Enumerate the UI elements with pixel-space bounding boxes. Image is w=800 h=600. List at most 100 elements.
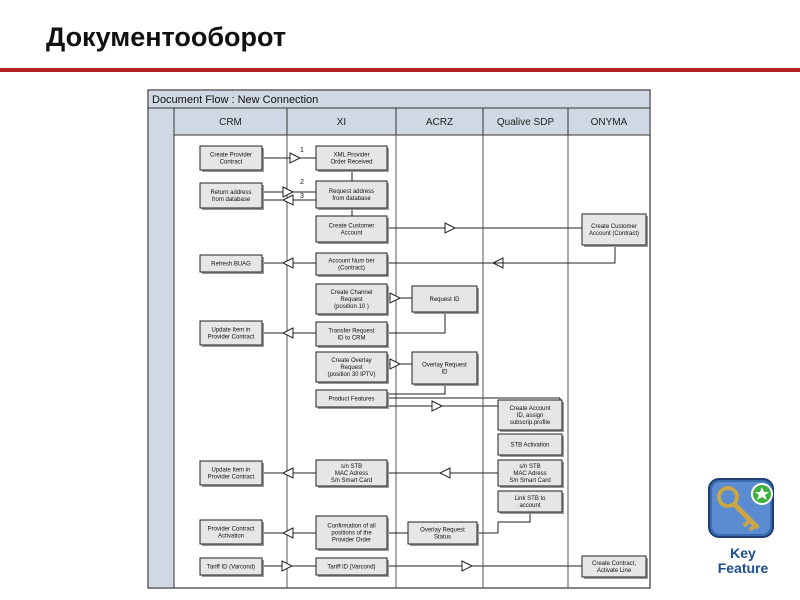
sdp-stb-activation-box — [497, 433, 563, 456]
xi-confirmation-box — [315, 515, 388, 550]
connector-number: 1 — [300, 147, 304, 154]
box-label: Refresh BUAG — [211, 262, 251, 268]
box-label: Activate Line — [597, 568, 632, 574]
box-label: Contract — [220, 160, 243, 166]
box-label: Provider Order — [332, 538, 371, 544]
box-label: Product Features — [328, 397, 374, 403]
lane-header — [286, 107, 397, 136]
lane-header — [482, 107, 569, 136]
flow-arrowhead — [281, 560, 294, 572]
flow-arrowhead — [461, 560, 474, 572]
connector-number: 3 — [300, 193, 304, 200]
flow-arrowhead — [281, 527, 294, 539]
lane-label: CRM — [219, 117, 242, 128]
box-label: account — [519, 503, 540, 509]
box-label: Provider Contract — [208, 335, 255, 341]
flow-arrowhead — [389, 358, 402, 370]
xi-request-address-box — [315, 180, 388, 209]
flow-arrowhead — [289, 152, 302, 164]
sdp-link-stb-box — [497, 490, 563, 513]
flow-connector — [387, 245, 616, 264]
key-feature-line-1: Key — [730, 545, 756, 561]
xi-xml-provider-order-box — [315, 145, 388, 171]
xi-sn-stb-box — [315, 459, 388, 487]
box-label: Request ID — [429, 297, 460, 303]
box-label: Create Account — [509, 406, 550, 412]
box-label: (Contract) — [338, 266, 365, 272]
box-label: positions of the — [331, 531, 372, 537]
box-label: Account Num ber — [328, 259, 374, 265]
lane-label: XI — [337, 117, 346, 128]
box-label: Create Overlay — [331, 358, 371, 364]
xi-create-overlay-request-box — [315, 351, 388, 383]
box-label: from database — [332, 196, 371, 202]
box-label: Account — [341, 231, 363, 237]
diagram-title: Document Flow : New Connection — [152, 94, 318, 106]
box-label: Transfer Request — [328, 329, 374, 335]
xi-create-customer-account-box — [315, 215, 388, 243]
box-label: Provider Contract — [208, 475, 255, 481]
onyma-create-contract-box — [581, 555, 647, 578]
flow-arrowhead — [444, 222, 457, 234]
box-label: Update Item in — [211, 468, 250, 474]
box-label: Request address — [329, 189, 374, 195]
key-feature-line-2: Feature — [717, 560, 769, 576]
lane-header — [395, 107, 484, 136]
box-label: Create Customer — [591, 224, 637, 230]
xi-create-channel-request-box — [315, 283, 388, 315]
crm-update-item-2-box — [199, 460, 263, 486]
box-label: s/n STB — [519, 464, 540, 470]
box-label: Overlay Request — [420, 528, 465, 534]
crm-return-address-box — [199, 182, 263, 209]
acrz-overlay-request-status-box — [407, 521, 478, 545]
lane-label: ACRZ — [426, 117, 453, 128]
crm-update-item-1-box — [199, 320, 263, 346]
box-label: (position 10 ) — [334, 304, 369, 310]
box-label: subscrip.profile — [510, 420, 551, 426]
box-label: Tariff ID (Varcond) — [207, 565, 255, 571]
diagram-left-band — [147, 107, 175, 589]
box-label: Order Received — [330, 160, 372, 166]
acrz-overlay-request-id-box — [411, 351, 478, 385]
box-label: MAC Adress — [513, 471, 546, 477]
key-icon — [708, 478, 774, 538]
flow-arrowhead — [281, 257, 294, 269]
key-feature-badge: Key Feature — [706, 477, 780, 576]
box-label: Request — [340, 297, 363, 303]
lane-label: ONYMA — [591, 117, 628, 128]
box-label: Create Contract, — [592, 561, 636, 567]
box-label: XML Provider — [333, 153, 369, 159]
box-label: S/n Smart Card — [331, 478, 372, 484]
acrz-request-id-box — [411, 285, 478, 313]
box-label: Create Provider — [210, 153, 252, 159]
box-label: MAC Adress — [335, 471, 368, 477]
flow-connector — [477, 512, 531, 534]
box-label: Create Customer — [329, 224, 375, 230]
lane-label: Qualive SDP — [497, 117, 555, 128]
box-label: Account (Contract) — [589, 231, 639, 237]
box-label: ID — [442, 370, 449, 376]
xi-product-features-box — [315, 389, 388, 408]
flow-arrowhead — [281, 327, 294, 339]
box-label: Confirmation of all — [327, 524, 375, 530]
crm-tariff-id-box — [199, 557, 263, 576]
box-label: S/n Smart Card — [509, 478, 550, 484]
flow-arrowhead — [281, 194, 294, 206]
box-label: STB Activation — [510, 443, 549, 449]
flow-connector — [387, 312, 446, 334]
box-label: Update Item in — [211, 328, 250, 334]
box-label: Return address — [210, 190, 251, 196]
flow-arrowhead — [281, 467, 294, 479]
flow-arrowhead — [431, 400, 444, 412]
xi-tariff-id-box — [315, 557, 388, 576]
xi-transfer-request-box — [315, 321, 388, 347]
crm-provider-contract-activation-box — [199, 519, 263, 545]
box-label: from database — [212, 197, 251, 203]
sdp-sn-stb-box — [497, 459, 563, 487]
flow-arrowhead — [282, 186, 295, 198]
box-label: s/n STB — [341, 464, 362, 470]
flow-connector — [387, 384, 446, 395]
sdp-create-account-id-box — [497, 399, 563, 431]
box-label: Request — [340, 365, 363, 371]
